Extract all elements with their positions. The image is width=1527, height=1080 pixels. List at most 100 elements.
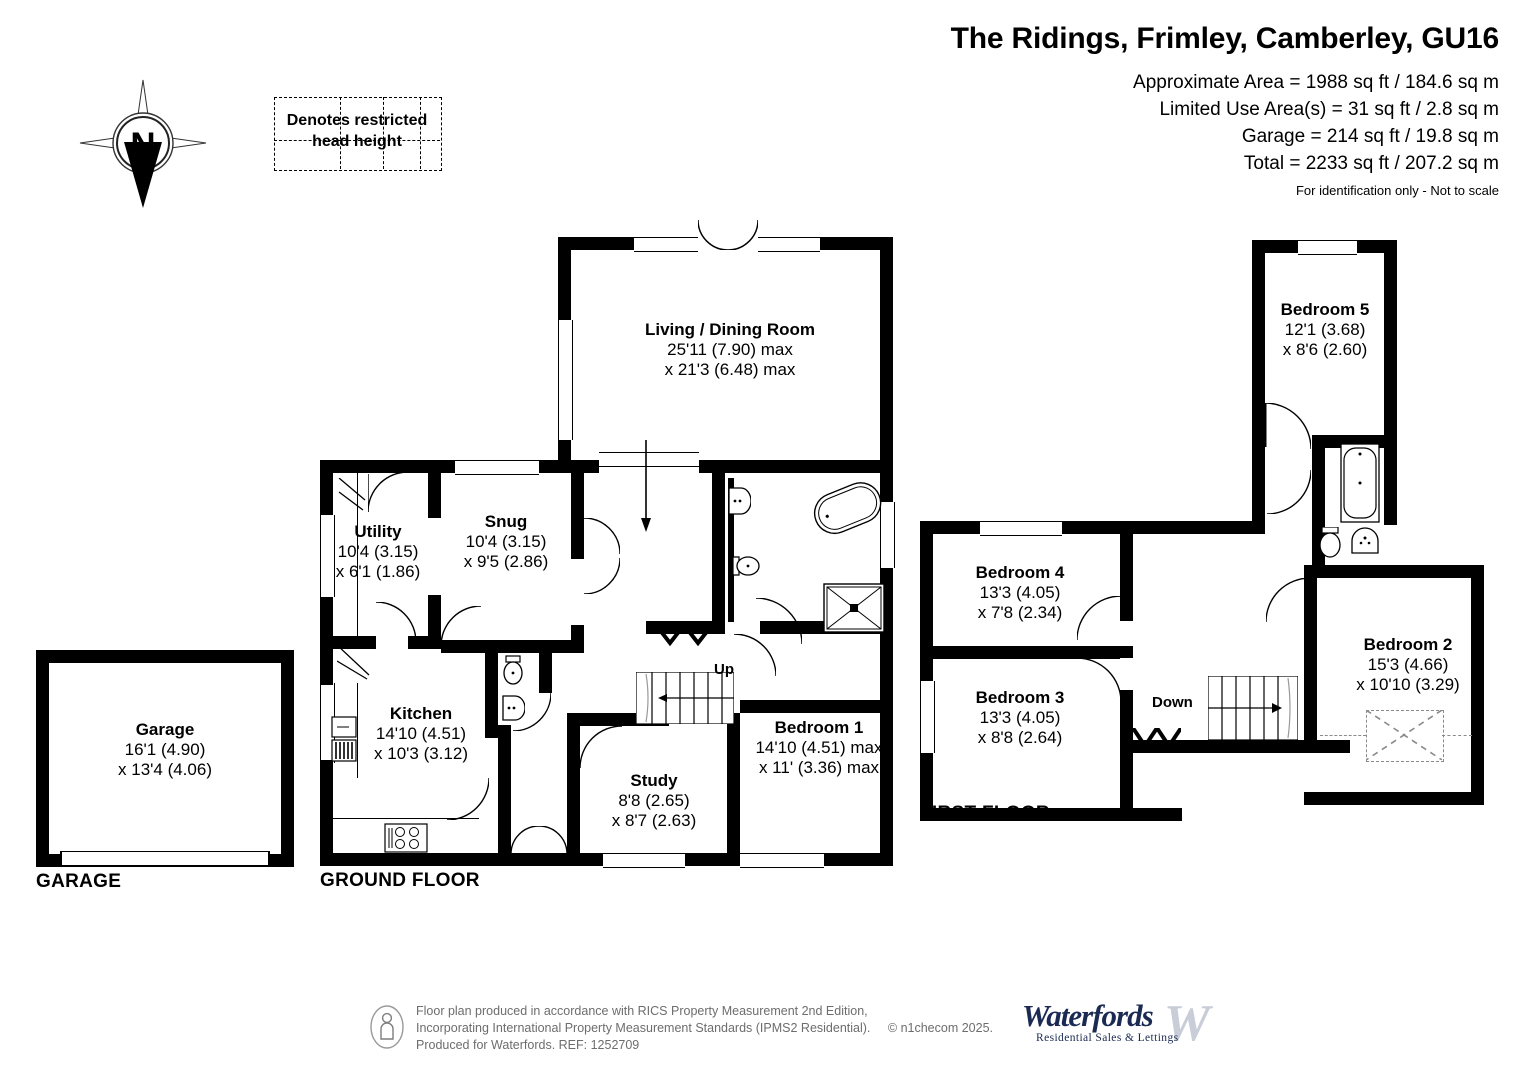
utility-wall-bottom [320,636,376,649]
room-name-bedroom1: Bedroom 1 [774,718,864,737]
bed4-wall-right2 [1120,646,1133,658]
bed3-window-left [920,681,935,753]
ground-wall-bottom-mid [567,853,603,866]
ground-wall-bottom-mid2 [685,853,740,866]
snug-wall-right-upper [571,473,584,559]
bathroom1f-wall-left [1312,448,1325,478]
cloakroom-basin-icon [501,694,526,722]
bath1f-bathtub-icon [1340,443,1380,523]
room-dim2-utility: x 6'1 (1.86) [335,562,421,581]
room-dim2-bedroom1: x 11' (3.36) max [758,758,880,777]
room-name-snug: Snug [484,512,528,531]
bed2-wall-top [1304,565,1484,578]
footer-line-3: Produced for Waterfords. REF: 1252709 [416,1038,640,1052]
snug-door-arc-right [583,517,621,555]
footer-copyright: © n1checom 2025. [887,1021,993,1035]
room-dim2-snug: x 9'5 (2.86) [463,552,549,571]
bed3-wall-right [1120,690,1133,740]
footer-text: Floor plan produced in accordance with R… [416,1003,993,1054]
snug-door-arc-right2 [583,557,621,595]
stairs-down-label: Down [1152,694,1193,711]
living-window-top-right [758,237,820,252]
utility-wall-right2 [428,595,441,649]
legend-grid-line-h [274,140,440,141]
room-label-bedroom3: Bedroom 3 13'3 (4.05) x 8'8 (2.64) [952,688,1088,748]
legend-label: Denotes restricted head height [266,110,448,152]
rear-double-door-icon [510,825,568,855]
room-label-garage: Garage 16'1 (4.90) x 13'4 (4.06) [55,720,275,780]
footer-line-2: Incorporating International Property Mea… [416,1021,871,1035]
cloakroom-wc-icon [500,655,526,687]
bedroom1-door-arc [733,633,777,677]
ground-wall-bottom-right [824,853,893,866]
room-dim1-bedroom4: 13'3 (4.05) [979,583,1061,602]
bed3-wall-bottom [920,808,1182,821]
living-direction-arrow-icon [636,440,656,532]
ground-wall-right-lower [880,568,893,866]
room-dim1-bedroom2: 15'3 (4.66) [1367,655,1449,674]
room-dim1-living: 25'11 (7.90) max [667,340,793,359]
utility-door-arc-outer2 [337,477,367,512]
living-wall-bottom-left [571,460,599,473]
disclaimer-text: For identification only - Not to scale [1295,183,1499,198]
living-wall-top-left [558,237,634,250]
room-name-living: Living / Dining Room [645,320,815,339]
room-name-utility: Utility [354,522,402,541]
page-title: The Ridings, Frimley, Camberley, GU16 [950,22,1500,55]
garage-wall-right [281,650,294,867]
legend-grid-line-v1 [340,97,341,169]
ground-wall-right-upper [880,472,893,502]
study-window-bottom [603,853,685,868]
first-floor-staircase [1207,675,1299,741]
stairs-up-label: Up [714,661,734,678]
bed2-wall-right [1471,565,1484,805]
ground-wall-top-snug-right [539,460,571,473]
restricted-head-height-line-left [1320,735,1366,736]
room-label-bedroom5: Bedroom 5 12'1 (3.68) x 8'6 (2.60) [1266,300,1384,360]
garage-wall-top [36,650,294,663]
kitchen-hob-icon [384,823,428,853]
room-dim2-garage: x 13'4 (4.06) [118,760,212,779]
bath1f-basin-icon [1350,527,1380,555]
snug-window-top [455,460,539,475]
hall-wall-bottom [498,725,511,853]
floor-label-garage: GARAGE [36,871,122,892]
hall-double-door-icon [654,621,714,647]
wc-icon [731,553,761,579]
utility-wall-right [428,460,441,518]
living-window-top-left [634,237,698,252]
room-name-garage: Garage [135,720,195,739]
bathroom-wall-left [712,473,725,621]
bedroom1-window-bottom [740,853,824,868]
room-name-kitchen: Kitchen [389,704,453,723]
living-wall-left-upper [558,237,571,320]
footer-line-2-wrap: Incorporating International Property Mea… [416,1020,993,1037]
ground-wall-left-bottom2 [320,760,333,866]
room-name-bedroom2: Bedroom 2 [1363,635,1453,654]
living-wall-bottom-right [699,460,893,473]
room-dim2-living: x 21'3 (6.48) max [664,360,796,379]
snug-door-arc-left [440,605,482,647]
room-label-bedroom1: Bedroom 1 14'10 (4.51) max x 11' (3.36) … [740,718,898,778]
room-dim1-bedroom5: 12'1 (3.68) [1284,320,1366,339]
bed5-wall-right [1384,240,1397,525]
room-dim2-bedroom5: x 8'6 (2.60) [1282,340,1368,359]
logo-tagline: Residential Sales & Lettings [1036,1032,1179,1044]
bedroom1-wall-top [740,700,893,713]
bed3-wall-right2 [1120,740,1133,808]
room-dim2-study: x 8'7 (2.63) [611,811,697,830]
utility-window-left [320,515,335,597]
waterfords-logo[interactable]: W Waterfords Residential Sales & Letting… [1022,995,1212,1058]
utility-wall-bottom2 [408,636,441,649]
bathroom1f-door-arc [1266,469,1312,515]
compass-south-needle-icon [122,140,164,210]
living-french-door-arc [697,205,759,251]
garage-area-text: Garage = 214 sq ft / 19.8 sq m [1241,126,1499,147]
legend-grid-line-v3 [420,97,421,169]
utility-door-arc [367,471,409,513]
floor-label-ground: GROUND FLOOR [320,870,480,891]
study-door-arc [579,725,623,769]
living-wall-right [880,237,893,472]
kitchen-counter-left [333,683,358,778]
limited-use-area-text: Limited Use Area(s) = 31 sq ft / 2.8 sq … [1159,99,1499,120]
